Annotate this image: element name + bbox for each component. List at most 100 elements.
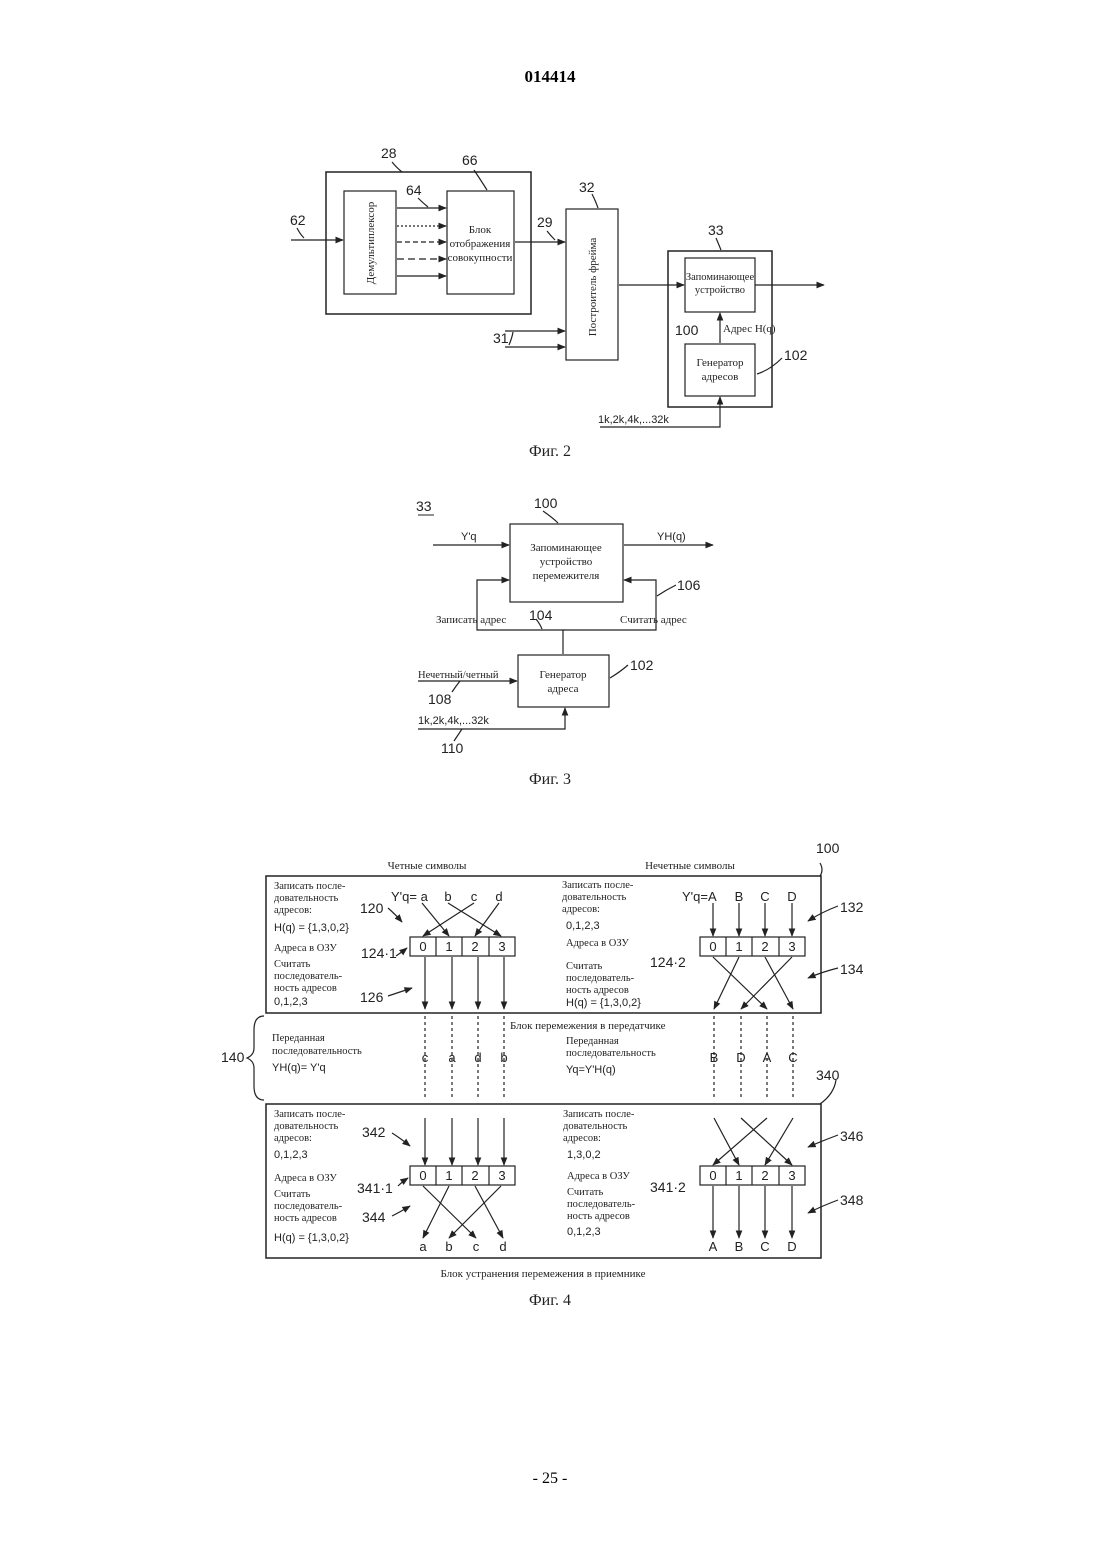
tl-read-3: ность адресов [274, 983, 337, 994]
ram-124-2-cell-1: 1 [735, 939, 742, 954]
ram-124-2-cell-2: 2 [761, 939, 768, 954]
rx-odd-letter-d: D [787, 1239, 796, 1254]
br-ram: Адреса в ОЗУ [567, 1171, 630, 1182]
rx-odd-write-a-to-0 [713, 1118, 767, 1165]
tx-odd-letter-1: D [736, 1050, 745, 1065]
even-input-label: Y'q= a [391, 889, 429, 904]
frame-builder-label: Построитель фрейма [587, 238, 599, 337]
fig3-caption: Фиг. 3 [529, 771, 571, 788]
tx-odd-letter-2: A [763, 1050, 772, 1065]
tl-write-1: Записать после- [274, 881, 346, 892]
mapper-label-3: совокупности [448, 252, 513, 264]
leader-62 [297, 228, 304, 238]
ref-126: 126 [360, 989, 384, 1005]
rx-odd-write-c-to-2 [765, 1118, 793, 1165]
even-symbols-title: Четные символы [388, 860, 467, 872]
leader-348 [808, 1200, 838, 1213]
leader-108 [452, 681, 460, 692]
tr-seq: 0,1,2,3 [566, 920, 600, 932]
tx-even-eq: YH(q)= Y'q [272, 1062, 326, 1074]
ref-348: 348 [840, 1192, 864, 1208]
ram-124-1-cell-0: 0 [419, 939, 426, 954]
ref-66: 66 [462, 152, 478, 168]
odd-symbols-title: Нечетные символы [645, 860, 735, 872]
bl-write-1: Записать после- [274, 1109, 346, 1120]
br-seq: 1,3,0,2 [567, 1149, 601, 1161]
ram-341-1-cell-2: 2 [471, 1168, 478, 1183]
bl-write-2: довательность [274, 1121, 338, 1132]
rx-even-letter-c: c [473, 1239, 480, 1254]
rx-read-3-to-b [449, 1186, 501, 1238]
leader-33 [716, 238, 721, 250]
rx-odd-letter-c: C [760, 1239, 769, 1254]
rx-odd-write-d-to-3 [741, 1118, 792, 1165]
tl-read-1: Считать [274, 959, 310, 970]
write-a-to-1 [422, 903, 449, 936]
write-d-to-2 [475, 903, 499, 936]
read-addr-label: Считать адрес [620, 614, 687, 626]
ref-32: 32 [579, 179, 595, 195]
rx-odd-letter-b: B [735, 1239, 744, 1254]
br-read-2: последователь- [567, 1199, 636, 1210]
tx-even-letter-1: a [448, 1050, 456, 1065]
tx-even-label-2: последовательность [272, 1046, 362, 1057]
fig4-caption: Фиг. 4 [529, 1292, 571, 1309]
leader-341-1 [398, 1178, 408, 1186]
ram-124-1-cell-2: 2 [471, 939, 478, 954]
tr-write-3: адресов: [562, 904, 600, 915]
odd-input-label: Y'q=A [682, 889, 717, 904]
leader-102 [610, 665, 628, 678]
ram-124-2-cell-3: 3 [788, 939, 795, 954]
ref-140: 140 [221, 1049, 245, 1065]
tx-odd-eq: Yq=Y'H(q) [566, 1064, 616, 1076]
write-b-to-3 [448, 903, 501, 936]
page-number: - 25 - [533, 1470, 568, 1487]
ref-100: 100 [675, 322, 699, 338]
top-even-letter-b: b [444, 889, 451, 904]
bl-hq: H(q) = {1,3,0,2} [274, 1232, 349, 1244]
rx-odd-letter-a: A [709, 1239, 718, 1254]
tl-write-3: адресов: [274, 905, 312, 916]
tr-read-1: Считать [566, 961, 602, 972]
demux-label: Демультиплексор [365, 201, 377, 284]
ref-64: 64 [406, 182, 422, 198]
top-odd-letter-d: D [787, 889, 796, 904]
tr-ram: Адреса в ОЗУ [566, 938, 629, 949]
memory-label-1: Запоминающее [686, 272, 755, 283]
ram-341-1-cell-0: 0 [419, 1168, 426, 1183]
tx-even-letter-2: d [474, 1050, 481, 1065]
ref-110: 110 [441, 740, 464, 756]
rx-odd-write-b-to-1 [714, 1118, 739, 1165]
figure-4-text: Четные символы Нечетные символы 1 0 0 Запи… [221, 840, 864, 1309]
ref-29: 29 [537, 214, 553, 230]
tr-read-2: последователь- [566, 973, 635, 984]
tx-even-letter-0: c [422, 1050, 429, 1065]
top-even-letter-c: c [471, 889, 478, 904]
tr-read-3: ность адресов [566, 985, 629, 996]
write-c-to-0 [423, 903, 474, 936]
br-write-2: довательность [563, 1121, 627, 1132]
ref-346: 346 [840, 1128, 864, 1144]
br-write-1: Записать после- [563, 1109, 635, 1120]
tl-read-2: последователь- [274, 971, 343, 982]
leader-134 [808, 968, 838, 978]
br-read-1: Считать [567, 1187, 603, 1198]
top-odd-letter-c: C [760, 889, 769, 904]
leader-64 [418, 198, 428, 207]
figure-3-text: 33 100 Y'q YH(q) Запоминающее устройство… [416, 495, 701, 788]
leader-126 [388, 988, 412, 996]
odd-read-3-to-1 [741, 957, 792, 1009]
yq-label: Y'q [461, 531, 477, 543]
ram-124-2-cell-0: 0 [709, 939, 716, 954]
ram-341-2-cell-0: 0 [709, 1168, 716, 1183]
memory-label-2: устройство [695, 285, 745, 296]
ref-124-2: 124·2 [650, 954, 686, 970]
tx-block-label: Блок перемежения в передатчике [510, 1020, 666, 1032]
ref-340: 340 [816, 1067, 840, 1083]
leader-132 [808, 906, 838, 921]
addr-gen-label-1: Генератор [697, 357, 744, 369]
ref-33-fig3: 33 [416, 498, 432, 514]
bl-ram: Адреса в ОЗУ [274, 1173, 337, 1184]
leader-31 [509, 332, 513, 345]
